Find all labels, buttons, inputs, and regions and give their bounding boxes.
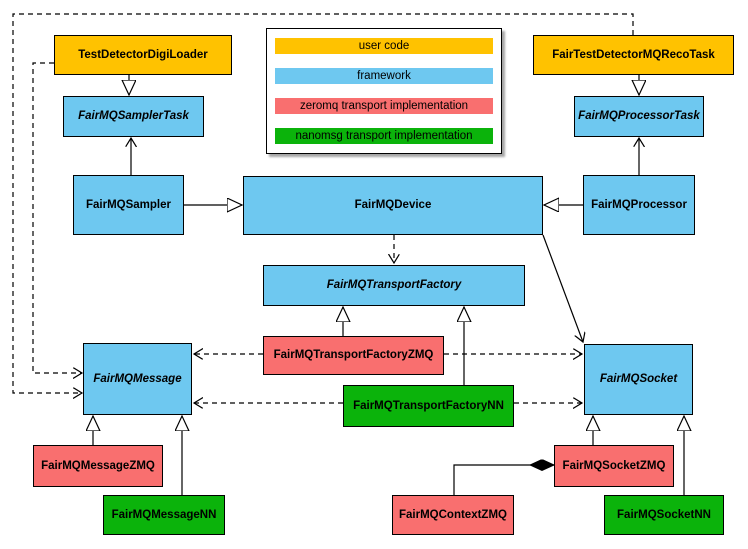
node-testdetectordigiloader: TestDetectorDigiLoader [54, 35, 232, 75]
node-fairmqtransportfactorynn: FairMQTransportFactoryNN [343, 385, 514, 427]
edge-contextzmq-socketzmq [453, 465, 554, 495]
node-fairmqsocketnn: FairMQSocketNN [604, 495, 724, 535]
legend-item-zeromq: zeromq transport implementation [275, 98, 493, 114]
legend: user code framework zeromq transport imp… [266, 28, 502, 154]
node-fairmqsampler: FairMQSampler [73, 175, 184, 235]
edge-device-socket [542, 234, 583, 342]
node-fairmqprocessor: FairMQProcessor [583, 175, 695, 235]
legend-item-framework: framework [275, 68, 493, 84]
node-fairmqtransportfactoryzmq: FairMQTransportFactoryZMQ [263, 336, 444, 375]
node-fairmqmessage: FairMQMessage [83, 343, 192, 415]
node-fairmqdevice: FairMQDevice [243, 176, 543, 235]
node-fairmqprocessortask: FairMQProcessorTask [574, 96, 704, 137]
node-fairtestdetectormqrecotask: FairTestDetectorMQRecoTask [533, 35, 734, 75]
legend-item-user-code: user code [275, 38, 493, 54]
node-fairmqtransportfactory: FairMQTransportFactory [263, 265, 525, 306]
edge-digiloader-message [32, 62, 82, 373]
legend-item-nanomsg: nanomsg transport implementation [275, 128, 493, 144]
node-fairmqsocket: FairMQSocket [584, 344, 693, 415]
node-fairmqsamplertask: FairMQSamplerTask [63, 96, 204, 137]
edge-recotask-message [12, 13, 634, 393]
node-fairmqsocketzmq: FairMQSocketZMQ [554, 445, 674, 487]
node-fairmqmessagezmq: FairMQMessageZMQ [33, 445, 163, 487]
node-fairmqmessagenn: FairMQMessageNN [103, 495, 225, 535]
node-fairmqcontextzmq: FairMQContextZMQ [392, 495, 514, 535]
